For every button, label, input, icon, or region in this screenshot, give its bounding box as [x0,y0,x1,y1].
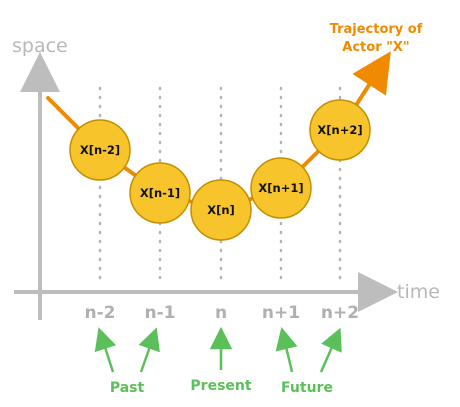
node-circle [129,162,191,224]
tick-label-n: n [215,303,227,323]
node-label: X[n+1] [258,181,303,195]
node-label: X[n] [207,203,235,217]
future-label: Future [281,380,333,396]
node-x-n+1: X[n+1] [250,157,312,219]
future-arrow-left [275,327,298,373]
node-x-n-2: X[n-2] [69,119,131,181]
node-circle [69,119,131,181]
node-circle [250,157,312,219]
node-x-n: X[n] [190,179,252,241]
present-label: Present [190,378,251,394]
past-arrow-left [94,327,117,373]
node-circle [309,99,371,161]
tick-label-n-1: n-1 [145,303,176,323]
tick-label-n-2: n-2 [85,303,116,323]
node-x-n-1: X[n-1] [129,162,191,224]
time-group-arrows [94,326,342,373]
node-x-n+2: X[n+2] [309,99,371,161]
node-label: X[n+2] [317,123,362,137]
y-axis-label: space [12,35,68,57]
future-arrow-right [319,327,342,373]
tick-label-n+1: n+1 [262,303,300,323]
tick-labels: n-2 n-1 n n+1 n+2 [85,303,360,323]
trajectory-label-line2: Actor "X" [342,40,409,55]
tick-label-n+2: n+2 [321,303,359,323]
past-label: Past [110,380,145,396]
node-circle [190,179,252,241]
past-arrow-right [138,327,160,373]
node-label: X[n-1] [140,186,180,200]
trajectory-label-line1: Trajectory of [330,22,423,37]
x-axis-label: time [397,281,440,303]
node-label: X[n-2] [80,143,120,157]
